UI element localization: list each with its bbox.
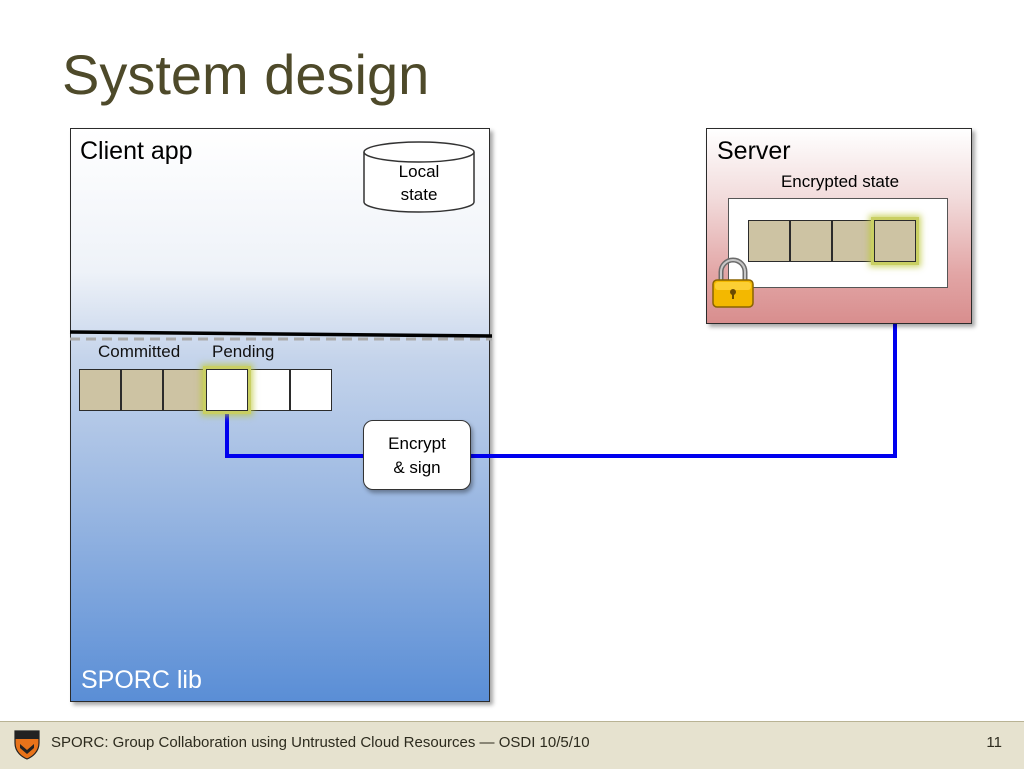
server-label: Server bbox=[717, 137, 791, 165]
server-cell bbox=[748, 220, 790, 262]
encrypted-state-label: Encrypted state bbox=[780, 172, 900, 191]
encrypt-sign-box: Encrypt & sign bbox=[363, 420, 471, 490]
pending-label: Pending bbox=[212, 342, 275, 361]
page-number: 11 bbox=[986, 734, 1002, 751]
sporc-lib-label: SPORC lib bbox=[81, 666, 202, 694]
committed-cell bbox=[79, 369, 121, 411]
pending-cell-highlighted bbox=[206, 369, 248, 411]
footer-text: SPORC: Group Collaboration using Untrust… bbox=[51, 734, 590, 751]
client-app-label: Client app bbox=[80, 137, 193, 165]
footer-bar bbox=[0, 721, 1024, 769]
padlock-icon bbox=[712, 257, 754, 308]
pending-cell bbox=[290, 369, 332, 411]
local-state-cylinder bbox=[363, 141, 475, 213]
local-state-label: Local state bbox=[398, 162, 440, 204]
committed-cell bbox=[121, 369, 163, 411]
pending-cell bbox=[248, 369, 290, 411]
server-cell-highlighted bbox=[874, 220, 916, 262]
committed-cell bbox=[163, 369, 205, 411]
shield-logo-icon bbox=[14, 730, 40, 760]
slide-title: System design bbox=[62, 43, 430, 106]
client-app-box bbox=[70, 128, 490, 702]
committed-label: Committed bbox=[98, 342, 181, 361]
server-cell bbox=[790, 220, 832, 262]
server-cell bbox=[832, 220, 874, 262]
